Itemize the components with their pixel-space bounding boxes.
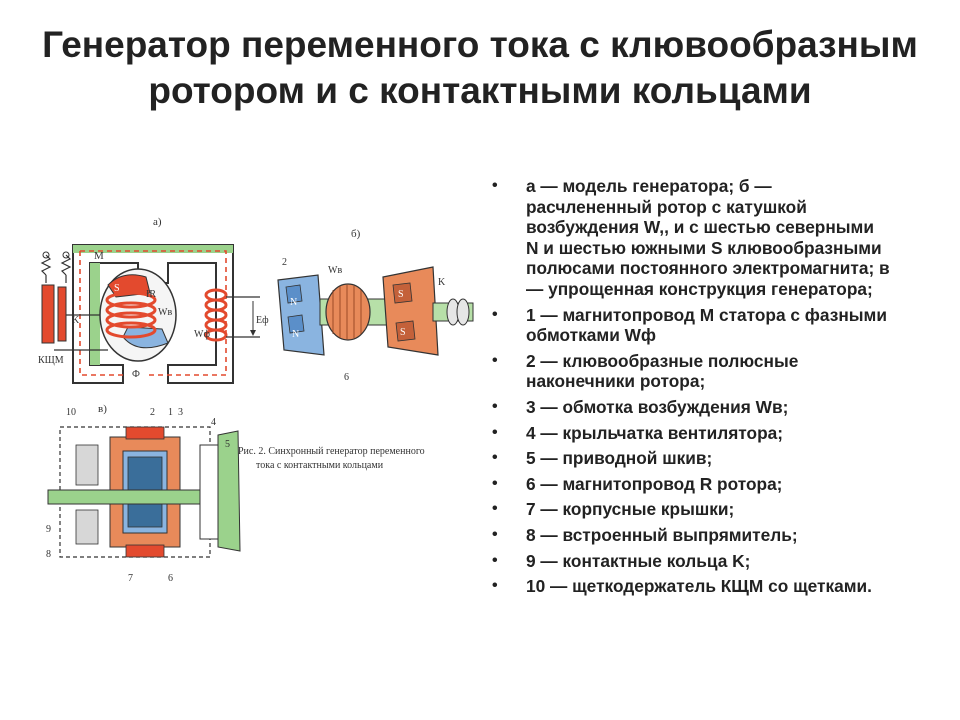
legend-item: 7 — корпусные крышки; <box>490 499 890 520</box>
stator-core-top <box>73 245 233 253</box>
legend-item: 1 — магнитопровод M статора с фазными об… <box>490 305 890 346</box>
pulley <box>217 430 241 552</box>
field-winding <box>325 283 371 341</box>
label-ir: IR <box>146 289 156 300</box>
label-10: 10 <box>66 407 76 418</box>
legend-item: 9 — контактные кольца K; <box>490 551 890 572</box>
legend-item: 3 — обмотка возбуждения Wв; <box>490 397 890 418</box>
brush-right <box>57 286 67 342</box>
spring-right <box>60 254 72 283</box>
label-v: в) <box>98 403 107 415</box>
label-1: 1 <box>168 407 173 418</box>
legend-item: 6 — магнитопровод R ротора; <box>490 474 890 495</box>
legend-item: 8 — встроенный выпрямитель; <box>490 525 890 546</box>
label-n-2: N <box>292 329 299 340</box>
legend-item: 2 — клювообразные полюсные наконечники р… <box>490 351 890 392</box>
label-s: S <box>114 283 120 294</box>
generator-figure: а) M S IR Wв Wф Eф K КЩМ Ф <box>28 205 488 600</box>
label-9: 9 <box>46 524 51 535</box>
legend-item: 10 — щеткодержатель КЩМ со щетками. <box>490 576 890 597</box>
rotor-pole-s <box>107 274 151 298</box>
label-wf: Wф <box>194 329 210 340</box>
label-ww-b: Wв <box>328 265 342 276</box>
generator-diagram: а) M S IR Wв Wф Eф K КЩМ Ф <box>38 216 474 584</box>
label-ww: Wв <box>158 307 172 318</box>
label-s-b1: S <box>398 289 404 300</box>
brush-left <box>41 284 55 344</box>
label-m: M <box>94 250 104 262</box>
label-k: K <box>72 315 80 326</box>
label-s-b2: S <box>400 327 406 338</box>
spring-left <box>40 254 52 283</box>
label-5: 5 <box>225 439 230 450</box>
pole-piece-s <box>382 266 439 356</box>
legend-item: а — модель генератора; б — расчлененный … <box>490 176 890 300</box>
figure-caption-line2: тока с контактными кольцами <box>256 460 384 471</box>
label-8: 8 <box>46 549 51 560</box>
label-b: б) <box>351 228 361 240</box>
slide-title: Генератор переменного тока с клювообразн… <box>42 24 918 111</box>
label-ef: Eф <box>256 315 269 326</box>
legend-item: 4 — крыльчатка вентилятора; <box>490 423 890 444</box>
legend-item: 5 — приводной шкив; <box>490 448 890 469</box>
legend-list: а — модель генератора; б — расчлененный … <box>490 176 890 602</box>
label-a: а) <box>153 216 162 228</box>
brush-holder <box>75 444 99 486</box>
field-coil <box>105 291 157 339</box>
label-2-v: 2 <box>150 407 155 418</box>
label-phi: Ф <box>132 369 140 380</box>
rotor-pole-n <box>122 326 169 349</box>
figure-caption-line1: Рис. 2. Синхронный генератор переменного <box>238 446 425 457</box>
stator-core-fill <box>90 263 100 365</box>
label-4: 4 <box>211 417 216 428</box>
label-3: 3 <box>178 407 183 418</box>
label-2-b: 2 <box>282 257 287 268</box>
phase-coil <box>204 288 228 342</box>
label-6-b: 6 <box>344 372 349 383</box>
diagram-b: б) 2 N N Wв S S K 6 <box>277 228 474 383</box>
label-kshm: КЩМ <box>38 355 64 366</box>
label-7: 7 <box>128 573 133 584</box>
label-k-b: K <box>438 277 446 288</box>
label-n-1: N <box>290 297 297 308</box>
diagram-a: а) M S IR Wв Wф Eф K КЩМ Ф <box>38 216 269 384</box>
label-6-v: 6 <box>168 573 173 584</box>
diagram-v: в) 10 2 1 3 4 5 9 8 7 6 <box>46 403 241 584</box>
